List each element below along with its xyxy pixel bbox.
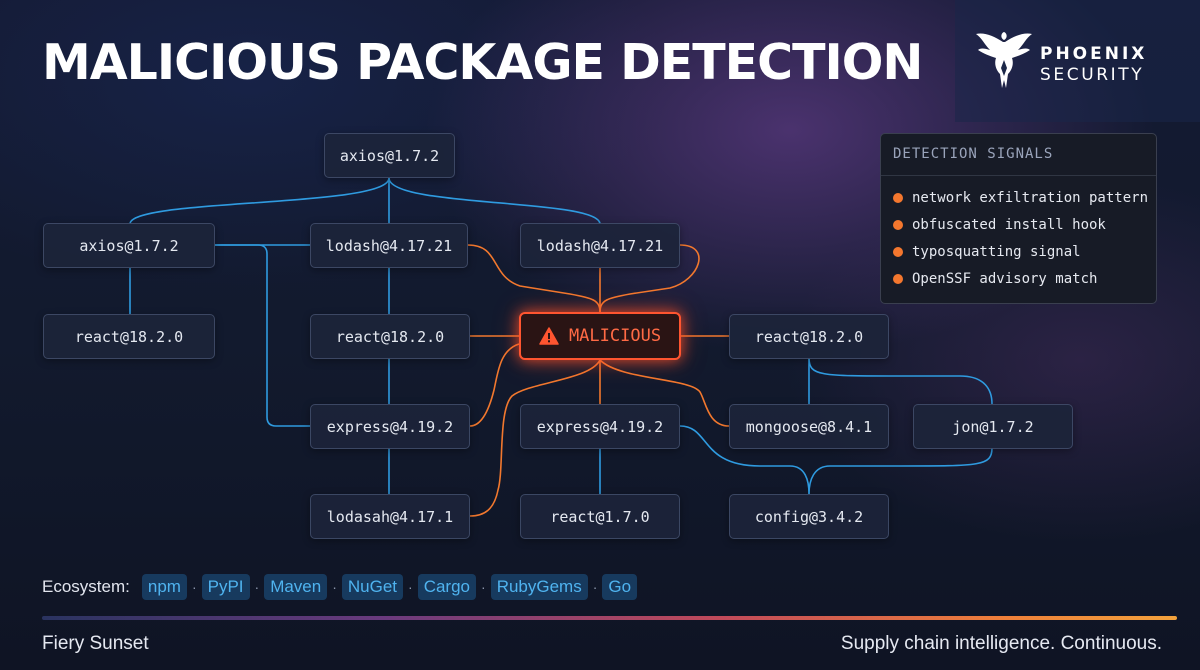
- brand-line-1: PHOENIX: [1040, 44, 1148, 64]
- edge-axios-express: [215, 244, 310, 427]
- node-lodasah[interactable]: lodasah@4.17.1: [310, 494, 470, 539]
- detection-signals-list: network exfiltration pattern obfuscated …: [881, 176, 1156, 292]
- ecosystem-separator: ·: [254, 579, 260, 595]
- ecosystem-chip-go[interactable]: Go: [602, 574, 638, 600]
- footer-tagline: Supply chain intelligence. Continuous.: [840, 633, 1162, 654]
- node-express-a[interactable]: express@4.19.2: [310, 404, 470, 449]
- node-mongoose[interactable]: mongoose@8.4.1: [729, 404, 889, 449]
- gradient-divider: [42, 616, 1177, 620]
- node-axios-left[interactable]: axios@1.7.2: [43, 223, 215, 268]
- signal-label: obfuscated install hook: [912, 216, 1106, 233]
- node-axios-root[interactable]: axios@1.7.2: [324, 133, 455, 178]
- node-react-170[interactable]: react@1.7.0: [520, 494, 680, 539]
- ecosystem-separator: ·: [408, 579, 413, 595]
- node-express-b[interactable]: express@4.19.2: [520, 404, 680, 449]
- signal-dot-icon: [893, 273, 903, 284]
- ecosystem-chip-nuget[interactable]: NuGet: [341, 574, 404, 600]
- signal-item: obfuscated install hook: [893, 211, 1156, 238]
- signal-dot-icon: [893, 246, 903, 257]
- node-lodash-b[interactable]: lodash@4.17.21: [520, 223, 680, 268]
- edge-root-lodash-b: [388, 177, 601, 225]
- brand-name: PHOENIX SECURITY: [1040, 44, 1147, 86]
- warning-icon: [539, 327, 559, 345]
- signal-item: OpenSSF advisory match: [893, 265, 1156, 292]
- ecosystem-separator: ·: [592, 579, 598, 595]
- node-jon[interactable]: jon@1.7.2: [913, 404, 1073, 449]
- node-lodash-a[interactable]: lodash@4.17.21: [310, 223, 468, 268]
- edge-mal-lodash-b-right: [599, 244, 700, 313]
- ecosystem-separator: ·: [332, 579, 337, 595]
- ecosystem-chip-rubygems[interactable]: RubyGems: [490, 574, 588, 600]
- ecosystem-separator: ·: [191, 579, 197, 595]
- node-react-mid[interactable]: react@18.2.0: [310, 314, 470, 359]
- signal-label: OpenSSF advisory match: [912, 270, 1098, 287]
- edge-express-config: [679, 425, 810, 495]
- edge-mal-lodash-a: [467, 244, 601, 313]
- signal-item: typosquatting signal: [893, 238, 1156, 265]
- edge-mal-mongoose: [599, 359, 730, 427]
- edge-jon-config: [808, 447, 993, 495]
- node-react-left[interactable]: react@18.2.0: [43, 314, 215, 359]
- signal-dot-icon: [893, 219, 903, 230]
- edge-react-jon: [808, 357, 993, 405]
- signal-label: network exfiltration pattern: [912, 189, 1149, 206]
- malicious-label: MALICIOUS: [568, 326, 662, 346]
- node-react-right[interactable]: react@18.2.0: [729, 314, 889, 359]
- node-malicious[interactable]: MALICIOUS: [519, 312, 681, 360]
- node-config[interactable]: config@3.4.2: [729, 494, 889, 539]
- page-title: MALICIOUS PACKAGE DETECTION: [42, 34, 923, 91]
- ecosystem-label: Ecosystem:: [42, 577, 130, 596]
- edge-mal-lodasah: [469, 359, 601, 517]
- signal-dot-icon: [893, 192, 903, 203]
- phoenix-icon: [976, 32, 1032, 88]
- ecosystem-chip-cargo[interactable]: Cargo: [417, 574, 477, 600]
- ecosystem-bar: Ecosystem: npm · PyPI · Maven · NuGet · …: [42, 574, 638, 600]
- signal-item: network exfiltration pattern: [893, 184, 1156, 211]
- edge-root-axios: [129, 177, 390, 225]
- brand-line-2: SECURITY: [1040, 65, 1145, 85]
- edge-mal-express-a: [469, 343, 520, 427]
- detection-signals-title: DETECTION SIGNALS: [881, 134, 1156, 176]
- footer-theme-name: Fiery Sunset: [42, 633, 149, 654]
- ecosystem-separator: ·: [481, 579, 486, 595]
- ecosystem-chip-pypi[interactable]: PyPI: [201, 574, 250, 600]
- ecosystem-chip-npm[interactable]: npm: [141, 574, 187, 600]
- detection-signals-panel: DETECTION SIGNALS network exfiltration p…: [880, 133, 1157, 304]
- ecosystem-chip-maven[interactable]: Maven: [264, 574, 328, 600]
- signal-label: typosquatting signal: [912, 243, 1081, 260]
